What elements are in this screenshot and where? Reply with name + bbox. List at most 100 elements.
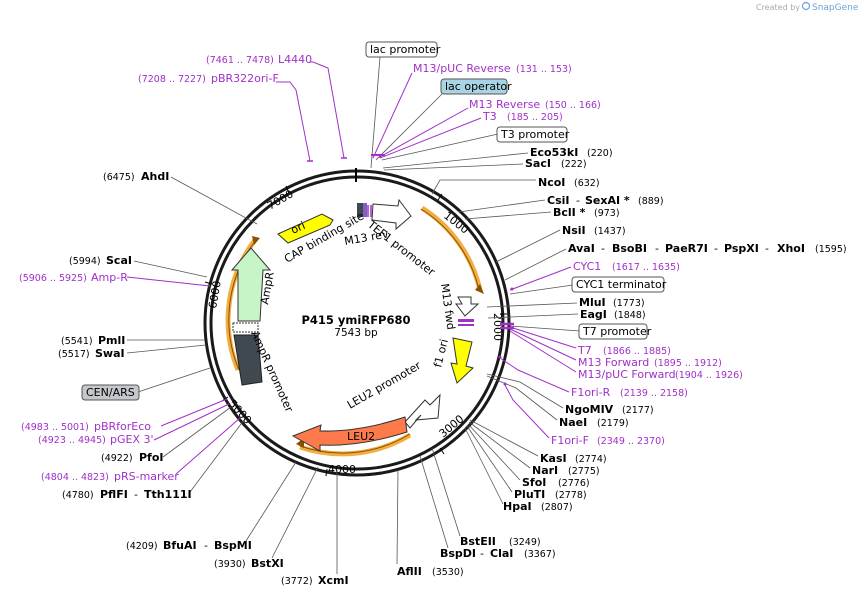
- bsteii-label[interactable]: BstEII: [460, 535, 496, 548]
- nsii-label[interactable]: NsiI: [562, 224, 586, 237]
- hpai-label[interactable]: HpaI: [503, 500, 532, 513]
- ahdi-label[interactable]: AhdI: [141, 170, 169, 183]
- orf-arc-right: [420, 205, 483, 291]
- ampr-feature[interactable]: [230, 247, 272, 322]
- m13fwd-primer-mark-2[interactable]: [458, 324, 474, 326]
- f1orif-label[interactable]: F1ori-F: [551, 434, 589, 447]
- m13f-label[interactable]: M13 Forward: [578, 356, 649, 369]
- sexai-label[interactable]: SexAI *: [585, 194, 630, 207]
- csii-label[interactable]: CsiI: [547, 194, 569, 207]
- lacprom-box[interactable]: [365, 41, 438, 58]
- ngomiv-label[interactable]: NgoMIV: [565, 403, 614, 416]
- xcmi-label[interactable]: XcmI: [318, 574, 349, 587]
- swai-label[interactable]: SwaI: [95, 347, 125, 360]
- snapgene-logo-icon: [801, 1, 811, 11]
- m13puc-line: [372, 72, 413, 159]
- cenars-box[interactable]: [81, 384, 140, 401]
- bsobi-label[interactable]: BsoBI: [612, 242, 647, 255]
- cap-binding-feature[interactable]: [357, 203, 367, 217]
- eco53ki-line: [382, 152, 529, 169]
- lacop-label: lac operator: [445, 80, 512, 93]
- prsmarker-label[interactable]: pRS-marker: [114, 470, 179, 483]
- nari-pos: (2775): [568, 466, 600, 477]
- ampr-promoter-feature[interactable]: [233, 334, 263, 386]
- bsteii-line: [431, 447, 461, 537]
- m13fwd-feature[interactable]: [455, 296, 480, 317]
- t3prom-label: T3 promoter: [500, 128, 570, 141]
- pluti-label[interactable]: PluTI: [514, 488, 545, 501]
- f1orir-label[interactable]: F1ori-R: [571, 386, 611, 399]
- pgex3-label[interactable]: pGEX 3': [110, 433, 154, 446]
- tick-2000: 2000: [491, 313, 504, 341]
- pmli-pos: (5541): [61, 336, 93, 347]
- pspxi-sep: -: [765, 242, 769, 255]
- ampr-primer-label[interactable]: Amp-R: [91, 271, 128, 284]
- m13puc-label[interactable]: M13/pUC Reverse: [413, 62, 511, 75]
- pmli-label[interactable]: PmlI: [98, 334, 125, 347]
- ncoi-label[interactable]: NcoI: [538, 176, 565, 189]
- aflii-label[interactable]: AflII: [397, 565, 422, 578]
- pspxi-label[interactable]: PspXI: [724, 242, 759, 255]
- saci-pos: (222): [561, 159, 587, 170]
- leu2-promoter-feature[interactable]: [404, 393, 441, 429]
- paer7i-label[interactable]: PaeR7I: [665, 242, 708, 255]
- cyc1-label[interactable]: CYC1: [573, 260, 601, 273]
- kasi-label[interactable]: KasI: [540, 452, 567, 465]
- t7prom-box[interactable]: [578, 323, 648, 340]
- pflfi-label[interactable]: PflFI: [100, 488, 128, 501]
- pbrforeco-line: [160, 398, 228, 427]
- bcli-pos: (973): [594, 208, 620, 219]
- f1-ori-feature[interactable]: [450, 337, 474, 384]
- f1orir-pos: (2139 .. 2158): [620, 388, 688, 399]
- avai-sep: -: [601, 242, 605, 255]
- m13f-line: [509, 328, 577, 361]
- naei-label[interactable]: NaeI: [559, 416, 587, 429]
- lacop-box[interactable]: [440, 78, 508, 95]
- bcli-line: [464, 211, 552, 220]
- m13pucf-label[interactable]: M13/pUC Forward: [578, 368, 676, 381]
- nari-label[interactable]: NarI: [532, 464, 558, 477]
- bstxi-label[interactable]: BstXI: [251, 557, 284, 570]
- m13rev-top-label[interactable]: M13 Reverse: [469, 98, 540, 111]
- tef1-promoter-feature[interactable]: [371, 198, 412, 231]
- pbrforeco-label[interactable]: pBRforEco: [94, 420, 151, 433]
- t3prom-box[interactable]: [496, 126, 568, 143]
- csii-sep: -: [576, 194, 580, 207]
- bcli-label[interactable]: BclI *: [553, 206, 586, 219]
- m13fwd-primer-mark[interactable]: [458, 319, 474, 322]
- sfoi-label[interactable]: SfoI: [522, 476, 546, 489]
- bspdi-sep: -: [480, 547, 484, 560]
- clai-label[interactable]: ClaI: [490, 547, 513, 560]
- tth111i-label[interactable]: Tth111I: [144, 488, 192, 501]
- eagi-label[interactable]: EagI: [580, 308, 607, 321]
- ampr-primer-pos: (5906 .. 5925): [19, 273, 87, 284]
- avai-label[interactable]: AvaI: [568, 242, 595, 255]
- swai-pos: (5517): [58, 349, 90, 360]
- bspdi-label[interactable]: BspDI: [440, 547, 476, 560]
- t3-label[interactable]: T3: [482, 110, 497, 123]
- scai-label[interactable]: ScaI: [106, 254, 132, 267]
- ampr-small-feature[interactable]: [232, 322, 259, 333]
- xhoi-label[interactable]: XhoI: [777, 242, 805, 255]
- eco53ki-label[interactable]: Eco53kI: [530, 146, 578, 159]
- leu2-feature[interactable]: [291, 416, 408, 452]
- pgex3-line: [153, 403, 230, 441]
- saci-label[interactable]: SacI: [525, 157, 551, 170]
- bstxi-line: [271, 466, 319, 559]
- pbr-label[interactable]: pBR322ori-F: [211, 72, 279, 85]
- pbr-line: [276, 81, 311, 162]
- pflfi-sep: -: [134, 488, 138, 501]
- bfuai-label[interactable]: BfuAI: [163, 539, 197, 552]
- t7-label[interactable]: T7: [577, 344, 592, 357]
- pfoi-label[interactable]: PfoI: [139, 451, 164, 464]
- nari-line: [468, 421, 531, 469]
- mlui-label[interactable]: MluI: [579, 296, 606, 309]
- lac-operator-feature[interactable]: [363, 203, 367, 217]
- nsii-line: [495, 229, 561, 263]
- l4440-label[interactable]: L4440: [278, 53, 312, 66]
- ori-feature[interactable]: [277, 213, 334, 244]
- cyc1term-box[interactable]: [571, 276, 665, 293]
- f1orir-line: [499, 357, 570, 393]
- bspmi-label[interactable]: BspMI: [214, 539, 252, 552]
- ahdi-pos: (6475): [103, 172, 135, 183]
